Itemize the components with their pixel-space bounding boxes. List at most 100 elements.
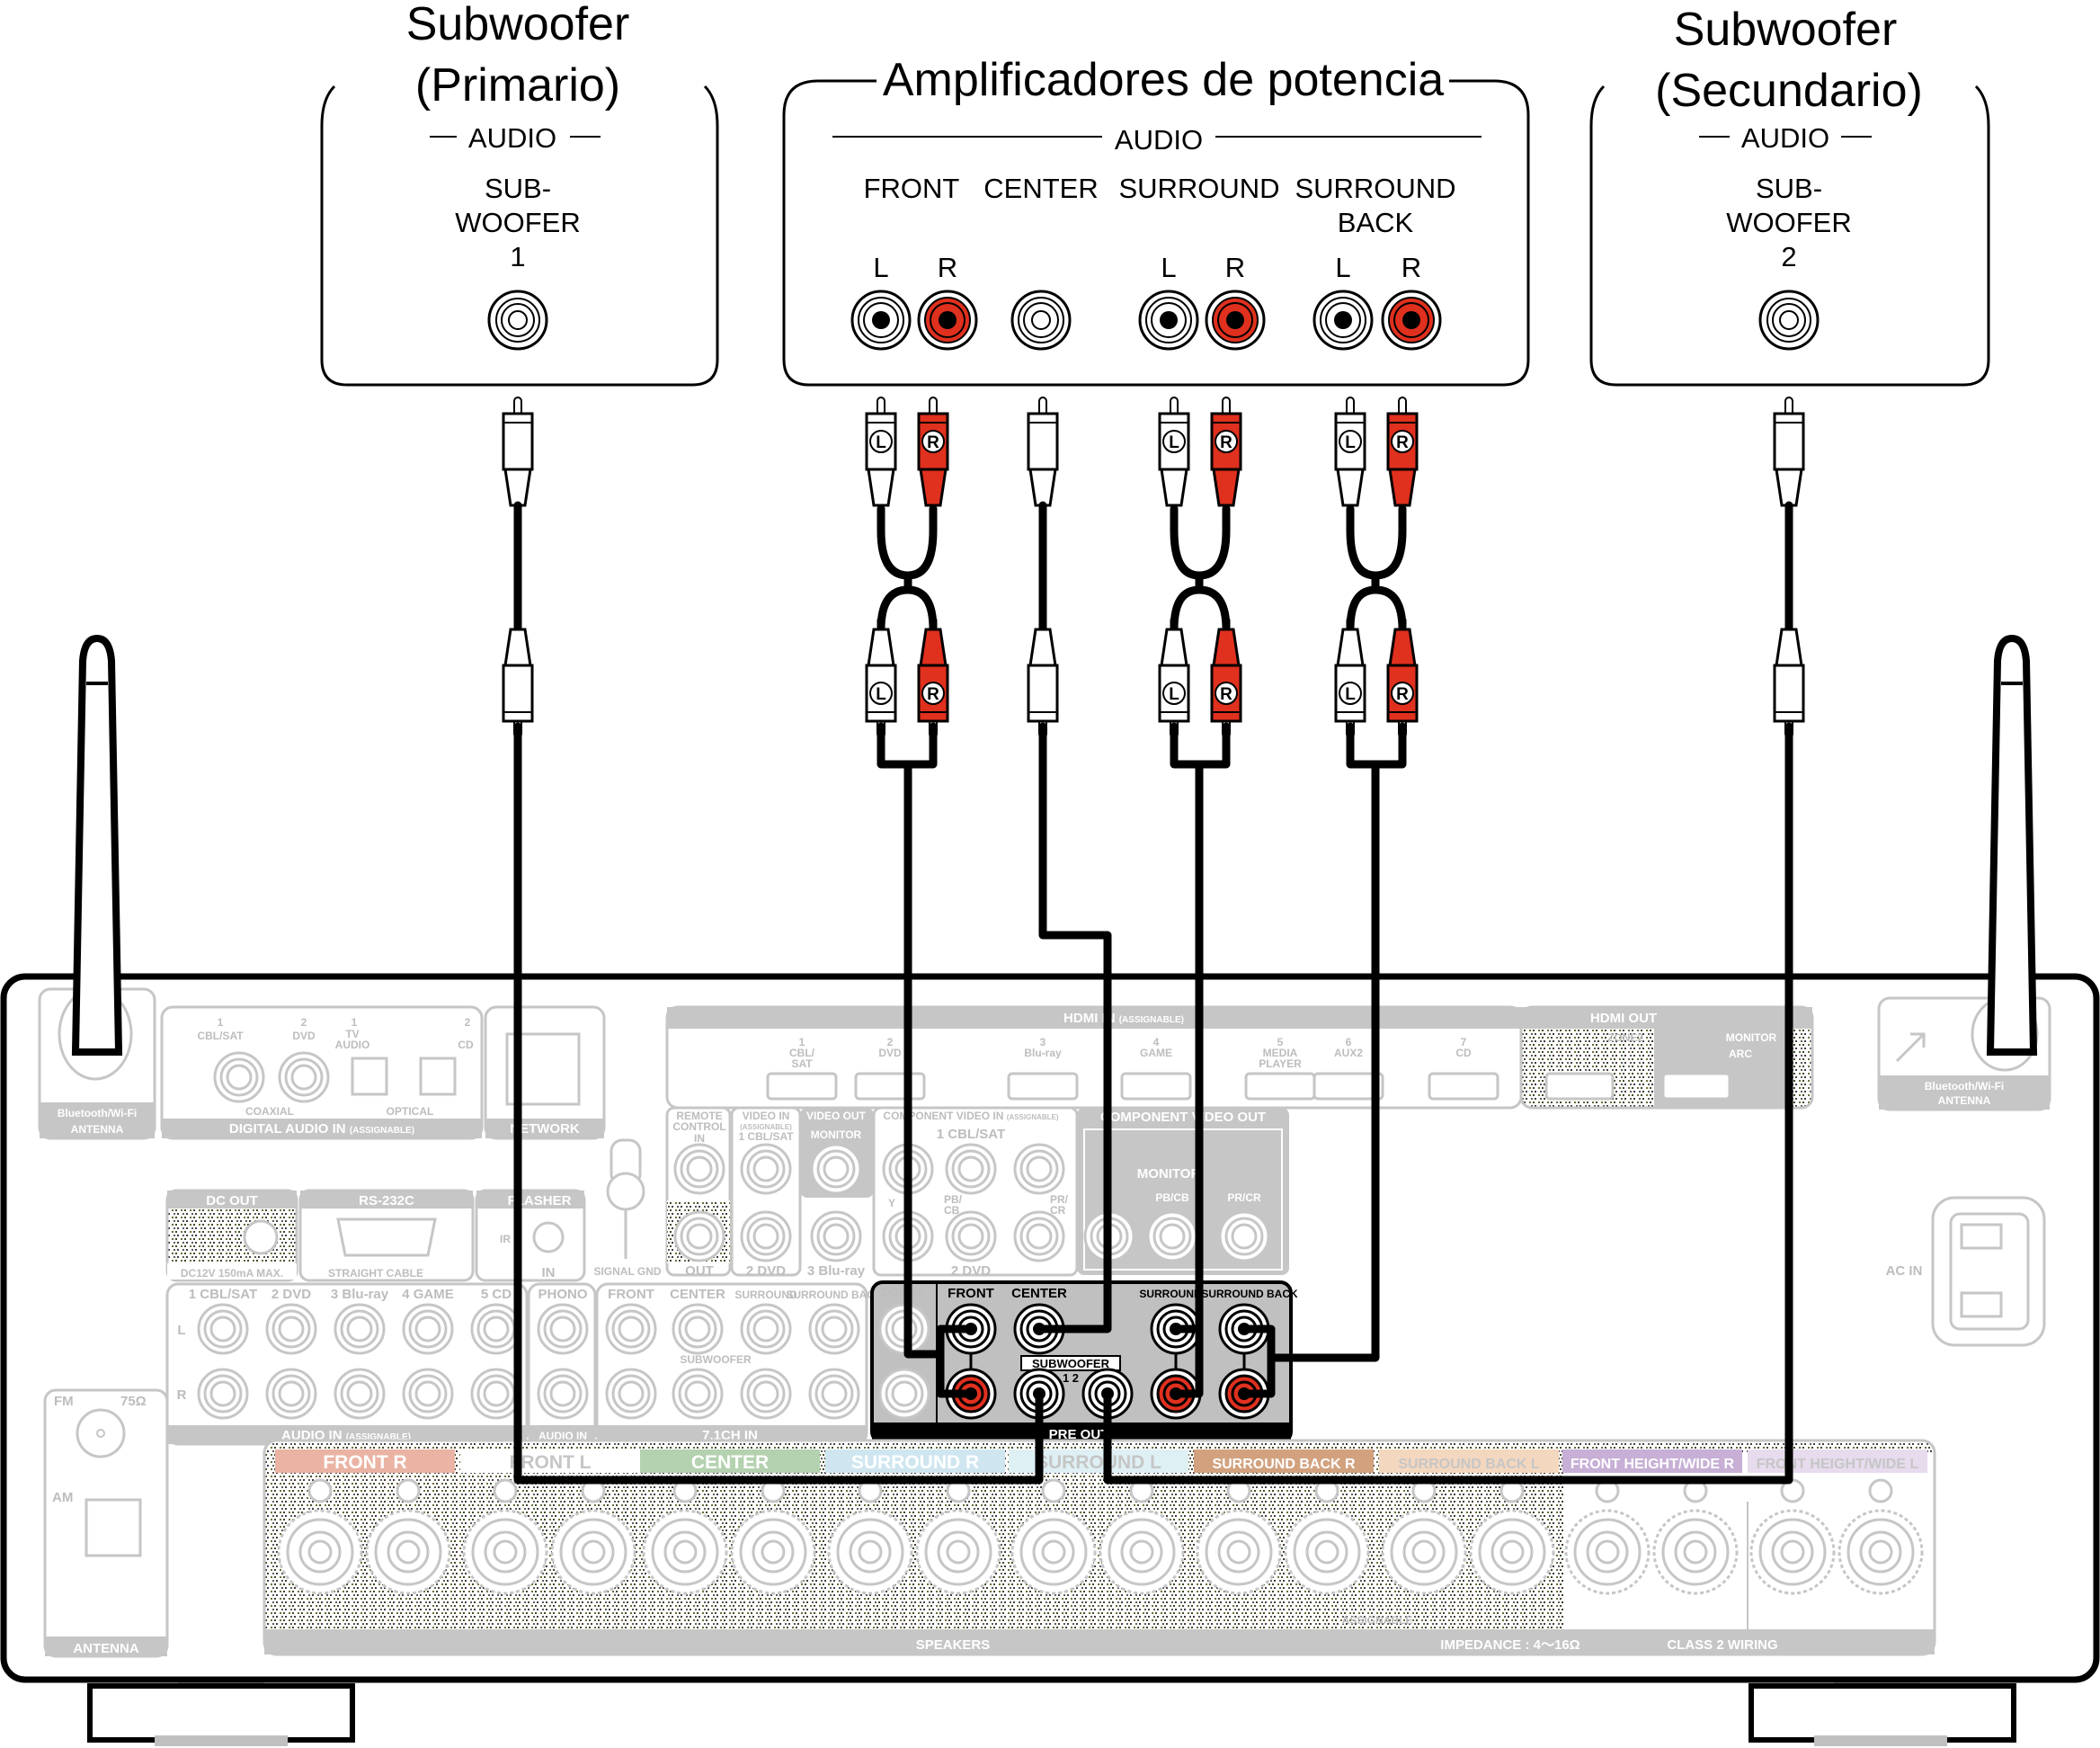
speakers-footer: SPEAKERS — [916, 1637, 991, 1653]
plug-neck — [1028, 468, 1057, 507]
cable-split-top — [1170, 504, 1231, 580]
speaker-terminal — [1010, 1509, 1097, 1595]
jack-pin — [1031, 310, 1051, 330]
digital-in-label: AUDIO — [335, 1039, 370, 1051]
speaker-terminal — [1652, 1509, 1739, 1595]
plug-neck — [1336, 468, 1365, 507]
amps-audio-label: AUDIO — [1115, 124, 1203, 156]
speaker-terminal — [730, 1509, 816, 1595]
receiver-foot-left — [87, 1668, 355, 1746]
rca-plug — [502, 397, 534, 507]
remote-in-jack — [673, 1143, 725, 1195]
optical-jack-2 — [419, 1057, 457, 1096]
cable-join — [876, 722, 938, 769]
digital-in-label: 2 — [465, 1016, 471, 1029]
speaker-band-label: CENTER — [691, 1452, 769, 1473]
jack-pin — [1402, 311, 1420, 329]
audio-in-jack-l — [197, 1303, 249, 1355]
hdmi-in-name2: PLAYER — [1259, 1057, 1302, 1070]
rca-plug: L — [1334, 628, 1366, 738]
component-pr-1 — [1013, 1143, 1065, 1195]
fm-ohm-label: 75Ω — [120, 1394, 147, 1409]
center-route — [1035, 722, 1112, 1333]
surround-back-route — [1240, 760, 1380, 1398]
coaxial-jack-1 — [213, 1051, 265, 1103]
plug-neck — [1160, 628, 1188, 667]
hdmi-in-name: CBL/ — [789, 1047, 815, 1059]
video-in-jack-1 — [740, 1143, 792, 1195]
plug-neck — [503, 628, 532, 667]
jack-pin — [1160, 311, 1178, 329]
speaker-terminal — [827, 1509, 913, 1595]
subwoofer-primary: Subwoofer (Primario) AUDIO SUB- WOOFER 1 — [320, 0, 719, 387]
speaker-plus-marker — [307, 1478, 333, 1503]
hdmi-out-panel: HDMI OUT ZONE2 MONITOR ARC — [1519, 1005, 1814, 1110]
rca-plug: R — [917, 397, 949, 507]
phono-label: PHONO — [538, 1287, 587, 1302]
hdmi-in-port — [1428, 1072, 1499, 1101]
sub-primary-audio-label: AUDIO — [468, 122, 556, 154]
hdmi-out-header: HDMI OUT — [1590, 1011, 1657, 1026]
digital-in-label: 2 — [301, 1016, 307, 1029]
plug-neck — [503, 468, 532, 507]
plug-label: L — [876, 685, 886, 704]
cable-connection-point — [1033, 1323, 1046, 1335]
sub-primary-jack — [487, 290, 548, 351]
amp-input-jack — [1138, 290, 1199, 351]
network-label: NETWORK — [510, 1121, 580, 1137]
video-in-jack-3 — [810, 1210, 862, 1262]
speaker-minus-marker — [1868, 1478, 1893, 1503]
ir-flasher-in: IN — [542, 1265, 556, 1280]
speaker-band — [1379, 1449, 1559, 1473]
audio-in-source-label: 5 CD — [481, 1287, 512, 1302]
in71-channel-label: CENTER — [670, 1287, 725, 1302]
hdmi-in-number: 6 — [1346, 1036, 1352, 1048]
audio-in-jack-l — [470, 1303, 522, 1355]
optical-jack-1 — [351, 1057, 388, 1096]
plug-label: R — [1396, 433, 1409, 452]
plug-label: R — [1220, 685, 1232, 704]
speaker-minus-marker — [396, 1478, 421, 1503]
speaker-band-label: SURROUND L — [1036, 1452, 1161, 1473]
hdmi-in-name: MEDIA — [1263, 1047, 1298, 1059]
cable-split-top — [1346, 504, 1407, 580]
hdmi-in-number: 5 — [1277, 1036, 1284, 1048]
amp-jack-side-label: L — [873, 252, 888, 283]
component-in-src2: 2 DVD — [951, 1263, 991, 1279]
plug-neck — [1775, 628, 1803, 667]
cable-split-top — [876, 504, 938, 580]
speaker-band — [1748, 1449, 1927, 1473]
assignable-label: ASSIGNABLE — [1342, 1614, 1413, 1627]
rca-plug — [1027, 628, 1059, 738]
audio-in-r-label: R — [177, 1387, 187, 1403]
component-pr-2 — [1013, 1210, 1065, 1262]
rs232c-port — [336, 1217, 437, 1257]
plug-label-badge — [921, 430, 945, 453]
component-out-monitor: MONITOR — [1137, 1166, 1201, 1182]
component-pr-label: PR/ — [1050, 1193, 1069, 1206]
rca-plug: R — [1210, 628, 1242, 738]
rca-plug: L — [1158, 397, 1190, 507]
pre-out-front-label: FRONT — [948, 1286, 994, 1301]
subwoofer-1-route — [513, 722, 1044, 1485]
antenna-panel: FM 75Ω AM ANTENNA — [43, 1388, 169, 1658]
video-in-jack-2 — [740, 1210, 792, 1262]
amp-input-jack — [850, 290, 912, 351]
cable-join — [1346, 722, 1407, 769]
audio-in-source-label: 4 GAME — [402, 1287, 454, 1302]
dc-out-spec: DC12V 150mA MAX. — [181, 1267, 283, 1280]
plug-neck — [1388, 628, 1417, 667]
plug-neck — [1388, 468, 1417, 507]
pre-out-surround-label: SURROUND — [1139, 1288, 1202, 1300]
plug-neck — [867, 468, 895, 507]
amp-jack-side-label: R — [938, 252, 957, 283]
cable-connection-point — [1238, 1387, 1250, 1400]
speaker-terminal — [550, 1509, 636, 1595]
plug-label: L — [1345, 433, 1356, 452]
amp-jack-side-label: R — [1225, 252, 1245, 283]
speaker-terminal — [642, 1509, 728, 1595]
receiver-foot-right — [1749, 1668, 2016, 1746]
fm-jack — [76, 1408, 126, 1458]
component-pb-2 — [945, 1210, 997, 1262]
phono-jack-l — [537, 1303, 589, 1355]
